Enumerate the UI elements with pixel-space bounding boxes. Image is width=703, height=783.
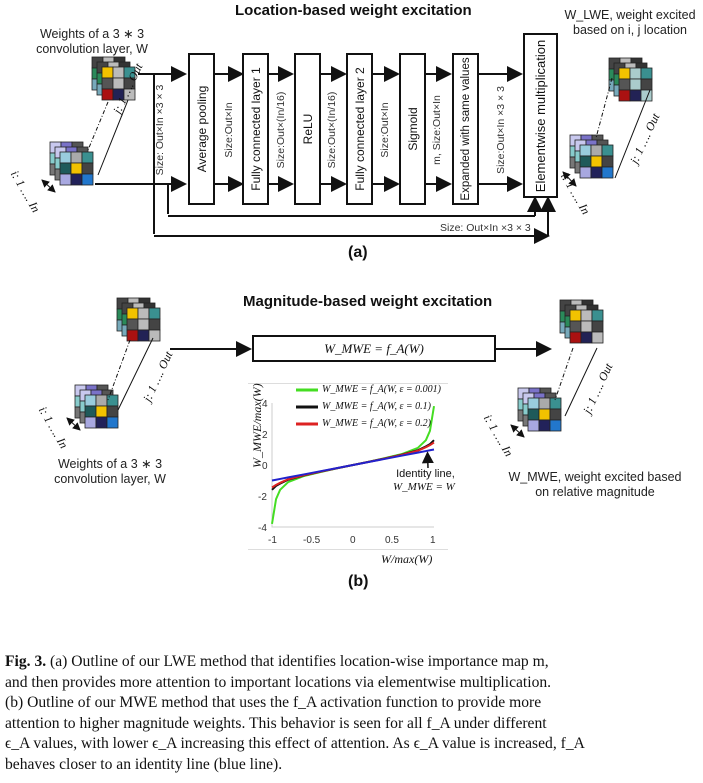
- chart-frame: [248, 383, 448, 550]
- panel-b-label: (b): [348, 573, 369, 590]
- grid-a-out-front-cell: [123, 88, 136, 101]
- input-label-line2: convolution layer, W: [54, 472, 166, 486]
- grid-b-in-front-cell: [106, 416, 119, 429]
- x-tick-05: 0.5: [385, 535, 399, 546]
- grid-a-in-front-cell: [81, 173, 94, 186]
- formula-text: W_MWE = f_A(W): [324, 340, 424, 356]
- identity-annotation: Identity line, W_MWE = W: [393, 468, 455, 494]
- y-tick-m4: -4: [258, 523, 267, 534]
- panel-a-title: Location-based weight excitation: [235, 2, 472, 19]
- block-relu: ReLU: [294, 53, 321, 205]
- formula-box: W_MWE = f_A(W): [252, 335, 496, 362]
- legend-label-1: W_MWE = f_A(W, ε = 0.1): [322, 401, 431, 412]
- panel-b-input-label: Weights of a 3 ∗ 3 convolution layer, W: [40, 457, 180, 487]
- grid-b-out-front-cell: [148, 329, 161, 342]
- caption-line-5: behaves closer to an identity line (blue…: [5, 755, 283, 773]
- panel-a-input-label: Weights of a 3 ∗ 3 convolution layer, W: [22, 27, 162, 57]
- caption-line-2: (b) Outline of our MWE method that uses …: [5, 694, 542, 711]
- panel-b-output-label: W_MWE, weight excited based on relative …: [500, 470, 690, 500]
- bypass-size-label: Size: Out×In ×3 × 3: [440, 222, 531, 234]
- input-label-line2: convolution layer, W: [36, 42, 148, 56]
- caption-line-0: Fig. 3. (a) Outline of our LWE method th…: [5, 652, 700, 673]
- x-tick-0: 0: [350, 535, 356, 546]
- output-label-line2: based on i, j location: [573, 23, 687, 37]
- output-label-line1: W_LWE, weight excited: [564, 8, 696, 22]
- output-label-line2: on relative magnitude: [535, 485, 655, 499]
- y-axis-label: W_MWE/max(W): [250, 383, 264, 468]
- block-fc2: Fully connected layer 2: [346, 53, 373, 205]
- y-tick-m2: -2: [258, 492, 267, 503]
- panel-a-output-label: W_LWE, weight excited based on i, j loca…: [555, 8, 703, 38]
- block-sigmoid: Sigmoid: [399, 53, 426, 205]
- block-elementwise-multiplication: Elementwise multiplication: [523, 33, 558, 198]
- caption-line-3: attention to higher magnitude weights. T…: [5, 714, 547, 732]
- annotation-line2: W_MWE = W: [393, 481, 455, 493]
- output-label-line1: W_MWE, weight excited based: [508, 470, 682, 484]
- caption-line-4: ϵ_A values, with lower ϵ_A increasing th…: [5, 735, 585, 752]
- chart-axes: [271, 403, 434, 528]
- block-average-pooling: Average pooling: [188, 53, 215, 205]
- caption-line-1: and then provides more attention to impo…: [5, 673, 552, 691]
- annotation-line1: Identity line,: [396, 468, 455, 480]
- input-label-line1: Weights of a 3 ∗ 3: [57, 457, 163, 471]
- x-tick-m05: -0.5: [303, 535, 321, 546]
- block-expanded: Expanded with same values: [452, 53, 479, 205]
- grid-a-lwe-front-cell: [640, 89, 653, 102]
- input-label-line1: Weights of a 3 ∗ 3: [39, 27, 145, 41]
- grid-b-mwe-front-cell: [591, 331, 604, 344]
- caption-fig-label: Fig. 3.: [5, 653, 47, 670]
- y-tick-0: 0: [262, 461, 268, 472]
- x-tick-1: 1: [430, 535, 436, 546]
- y-tick-2: 2: [262, 430, 268, 441]
- block-fc1: Fully connected layer 1: [242, 53, 269, 205]
- y-tick-4: 4: [262, 399, 268, 410]
- grid-a-lwe-in-front-cell: [601, 166, 614, 179]
- legend-label-2: W_MWE = f_A(W, ε = 0.2): [322, 418, 431, 429]
- x-axis-label: W/max(W): [381, 552, 433, 566]
- grid-b-mwe-in-front-cell: [549, 419, 562, 432]
- panel-b-title: Magnitude-based weight excitation: [243, 293, 493, 310]
- figure-caption: Fig. 3. (a) Outline of our LWE method th…: [5, 652, 700, 775]
- panel-a-label: (a): [348, 244, 368, 261]
- legend-label-0: W_MWE = f_A(W, ε = 0.001): [322, 384, 441, 395]
- x-tick-m1: -1: [268, 535, 277, 546]
- caption-text-0: (a) Outline of our LWE method that ident…: [46, 653, 549, 670]
